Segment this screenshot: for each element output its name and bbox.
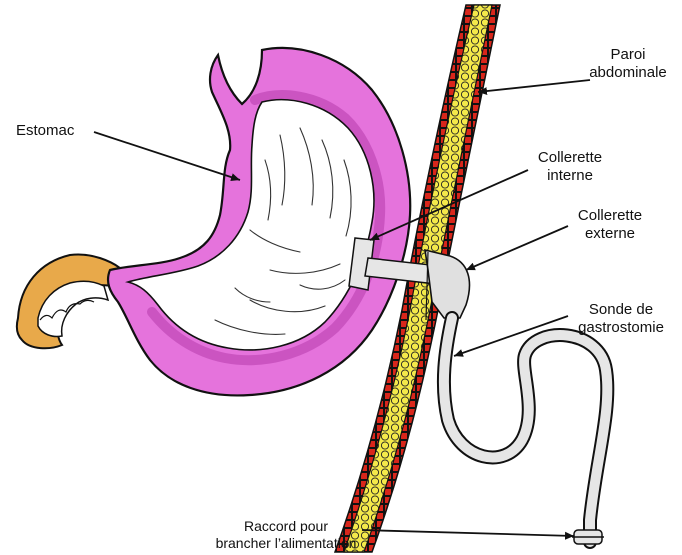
label-externe-line2: externe xyxy=(560,225,660,243)
label-sonde-line2: gastrostomie xyxy=(566,319,676,337)
label-sonde-line1: Sonde de xyxy=(566,301,676,319)
label-raccord: Raccord pour brancher l’alimentation xyxy=(196,518,376,552)
arrow-paroi xyxy=(478,80,590,92)
label-raccord-line1: Raccord pour xyxy=(196,518,376,535)
duodenum xyxy=(17,254,128,348)
label-paroi-line1: Paroi xyxy=(588,46,668,64)
label-collerette-externe: Collerette externe xyxy=(560,207,660,243)
label-raccord-line2: brancher l’alimentation xyxy=(196,535,376,552)
label-collerette-interne: Collerette interne xyxy=(520,149,620,185)
label-interne-line1: Collerette xyxy=(520,149,620,167)
label-estomac-text: Estomac xyxy=(16,122,74,140)
stomach xyxy=(108,48,410,395)
label-paroi-abdominale: Paroi abdominale xyxy=(588,46,668,82)
arrow-raccord xyxy=(362,530,574,536)
arrow-estomac xyxy=(94,132,240,180)
label-sonde-gastrostomie: Sonde de gastrostomie xyxy=(566,301,676,337)
connector xyxy=(572,530,604,544)
label-externe-line1: Collerette xyxy=(560,207,660,225)
arrow-collerette-externe xyxy=(466,226,568,270)
label-interne-line2: interne xyxy=(520,167,620,185)
label-paroi-line2: abdominale xyxy=(588,64,668,82)
label-estomac: Estomac xyxy=(16,122,74,140)
